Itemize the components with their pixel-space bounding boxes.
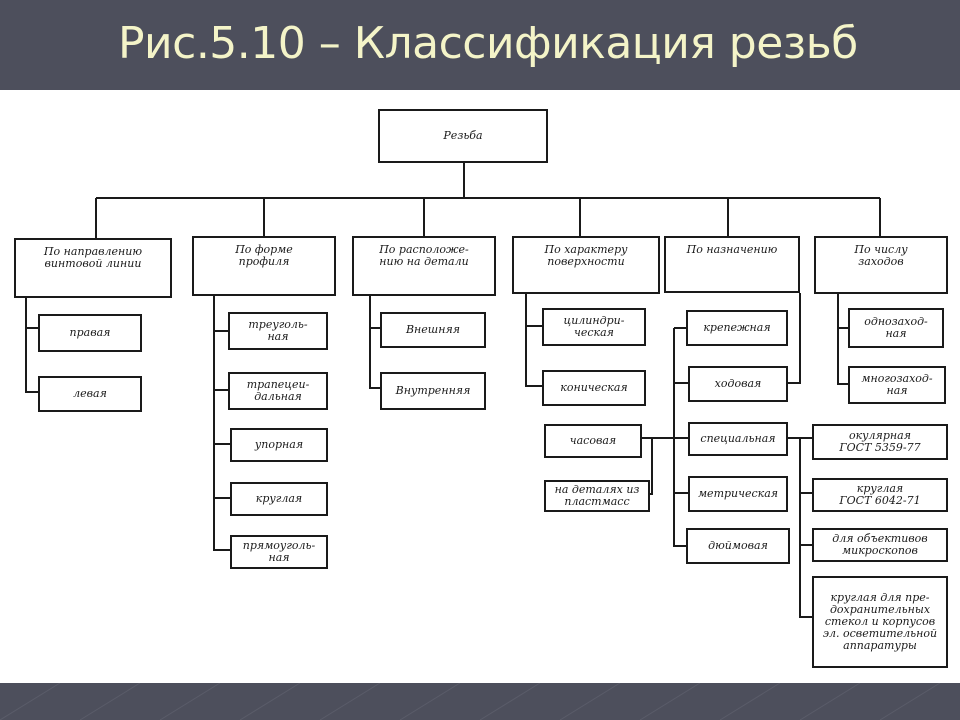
node-buttress: упорная [230,428,328,462]
node-eyepiece: окулярная ГОСТ 5359-77 [812,424,948,460]
node-microscope-objectives: для объективов микроскопов [812,528,948,562]
category-starts: По числу заходов [814,236,948,294]
node-watch: часовая [544,424,642,458]
node-fastening: крепежная [686,310,788,346]
node-square: прямоуголь- ная [230,535,328,569]
category-profile: По форме профиля [192,236,336,296]
footer-bar [0,683,960,720]
title-bar: Рис.5.10 – Классификация резьб [0,0,960,90]
category-purpose: По назначению [664,236,800,293]
node-conical: коническая [542,370,646,406]
node-inch: дюймовая [686,528,790,564]
node-cylindrical: цилиндри- ческая [542,308,646,346]
node-lead: ходовая [688,366,788,402]
node-round: круглая [230,482,328,516]
slide-title: Рис.5.10 – Классификация резьб [118,18,858,69]
node-metric: метрическая [688,476,788,512]
diagram-area: Резьба По направлению винтовой линии По … [0,90,960,683]
node-left-hand: левая [38,376,142,412]
node-round-gost: круглая ГОСТ 6042-71 [812,478,948,512]
node-internal: Внутренняя [380,372,486,410]
footer-pattern [0,683,941,720]
category-location: По расположе- нию на детали [352,236,496,296]
root-node: Резьба [378,109,548,163]
connector-lines [25,163,881,618]
node-multi-start: многозаход- ная [848,366,946,404]
category-direction: По направлению винтовой линии [14,238,172,298]
node-trapezoidal: трапецеи- дальная [228,372,328,410]
node-triangular: треуголь- ная [228,312,328,350]
category-surface: По характеру поверхности [512,236,660,294]
node-plastic-parts: на деталях из пластмасс [544,480,650,512]
node-special: специальная [688,422,788,456]
node-external: Внешняя [380,312,486,348]
node-single-start: однозаход- ная [848,308,944,348]
node-right-hand: правая [38,314,142,352]
node-round-lighting: круглая для пре- дохранительных стекол и… [812,576,948,668]
